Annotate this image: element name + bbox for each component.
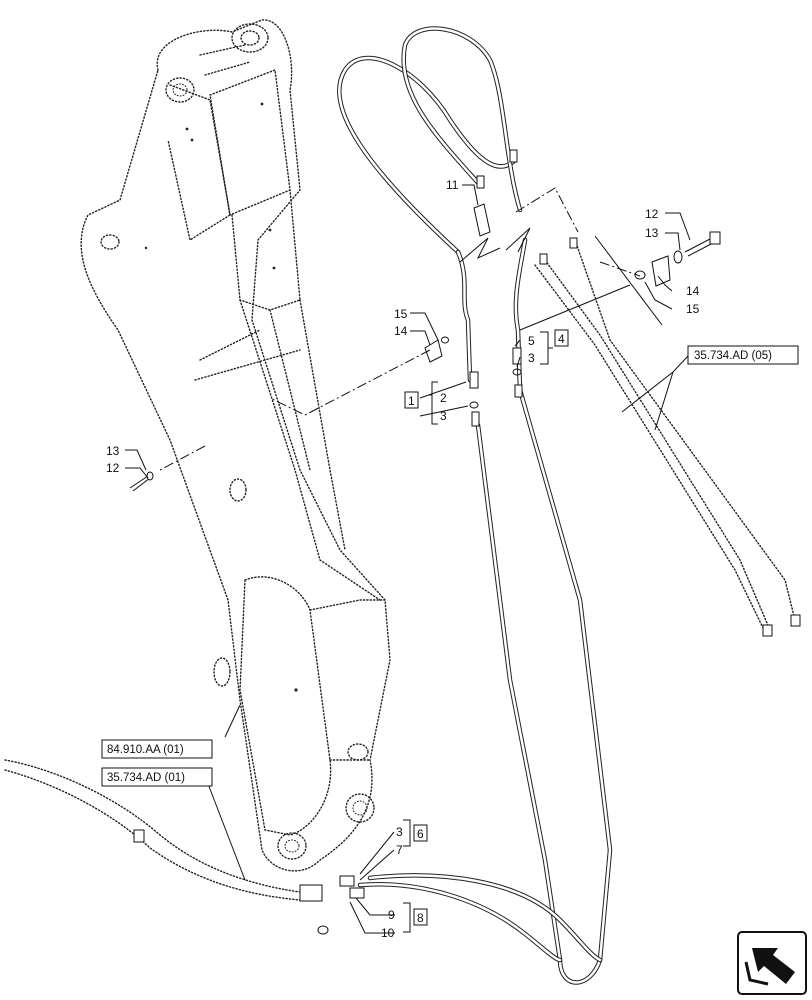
next-page-arrow-icon[interactable] xyxy=(737,931,807,995)
callout-6-boxed: 6 xyxy=(417,827,424,841)
leader-lines xyxy=(125,184,691,934)
hose-fittings xyxy=(129,149,801,935)
callout-15-top: 15 xyxy=(686,302,700,316)
hydraulic-hoses xyxy=(4,26,796,985)
break-marks xyxy=(459,227,663,331)
callout-3-bottom: 3 xyxy=(396,825,403,839)
callout-15-left: 15 xyxy=(394,307,408,321)
boom-outline xyxy=(80,19,391,872)
reference-35-734-ad-05: 35.734.AD (05) xyxy=(694,350,772,362)
callout-10: 10 xyxy=(381,926,395,940)
callout-labels: 11 12 13 14 15 15 14 5 3 2 3 13 12 3 7 9… xyxy=(106,178,700,940)
callout-2: 2 xyxy=(440,391,447,405)
callout-3-right: 3 xyxy=(528,351,535,365)
reference-35-734-ad-01: 35.734.AD (01) xyxy=(107,772,185,784)
callout-3-left: 3 xyxy=(440,409,447,423)
callout-9: 9 xyxy=(388,908,395,922)
callout-7: 7 xyxy=(396,843,403,857)
callout-12-top: 12 xyxy=(645,207,659,221)
callout-12-left: 12 xyxy=(106,461,120,475)
callout-1-boxed: 1 xyxy=(408,394,415,408)
callout-14-left: 14 xyxy=(394,324,408,338)
callout-11: 11 xyxy=(446,178,459,192)
callout-13-top: 13 xyxy=(645,226,659,240)
callout-13-left: 13 xyxy=(106,444,120,458)
callout-14-top: 14 xyxy=(686,284,700,298)
callout-4-boxed: 4 xyxy=(558,332,565,346)
callout-8-boxed: 8 xyxy=(417,911,424,925)
reference-boxes: 35.734.AD (05) 84.910.AA (01) 35.734.AD … xyxy=(101,345,799,787)
callout-5: 5 xyxy=(528,334,535,348)
reference-84-910-aa-01: 84.910.AA (01) xyxy=(107,744,184,756)
